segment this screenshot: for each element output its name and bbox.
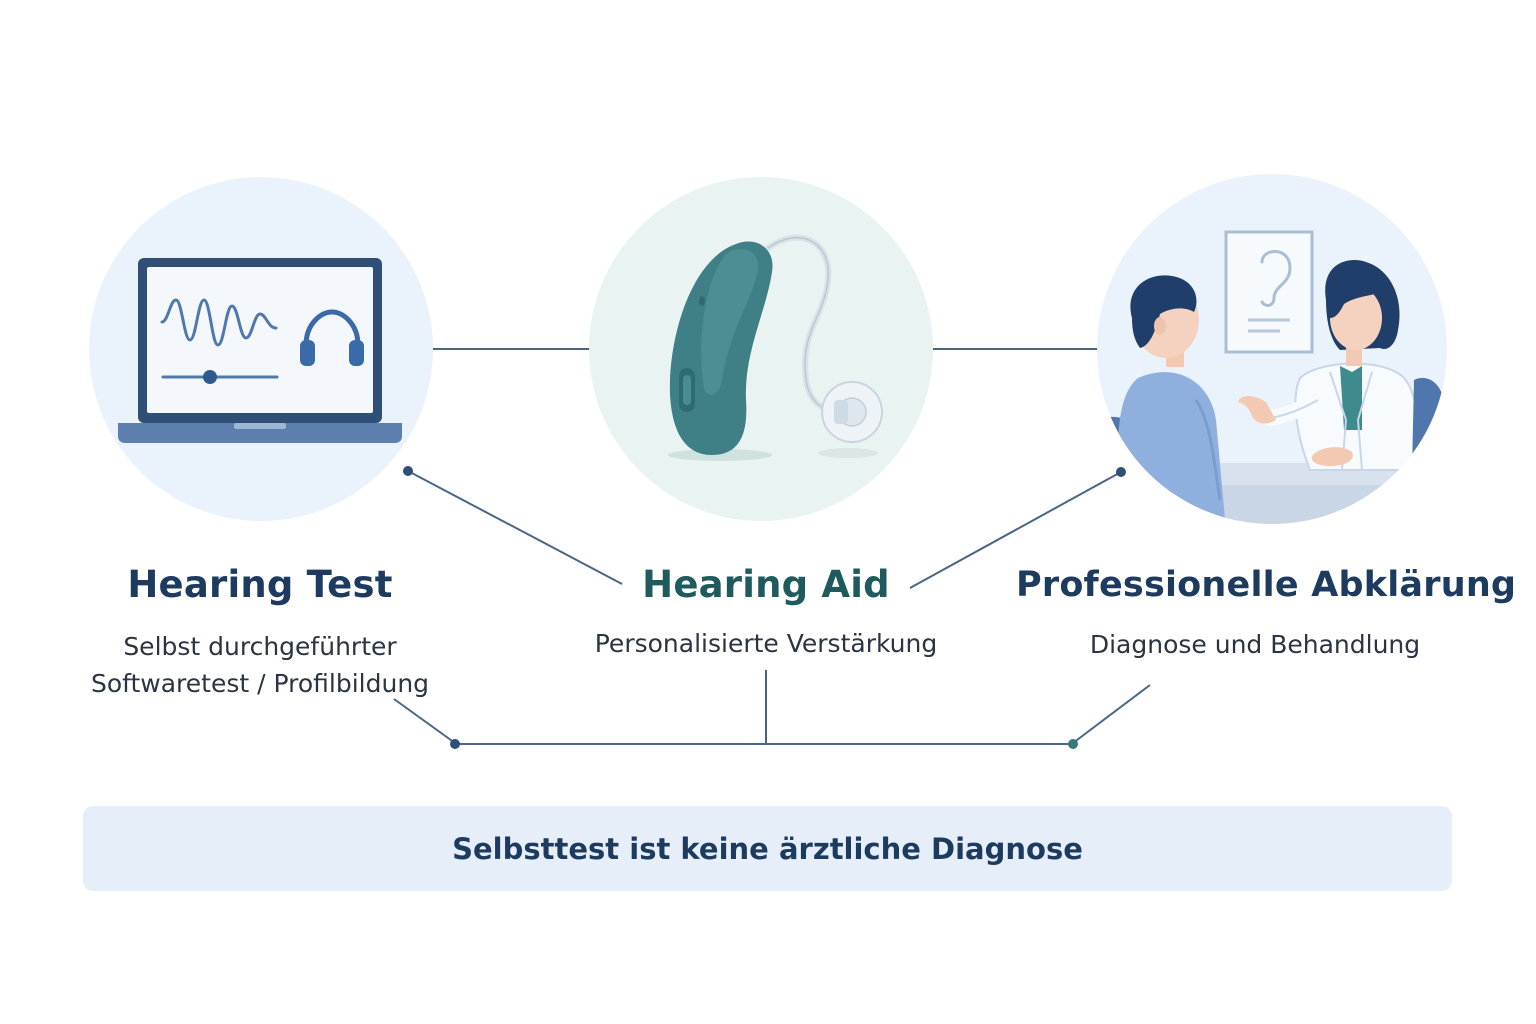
bracket-left-tick xyxy=(393,698,456,744)
hearing-aid-icon xyxy=(589,177,933,521)
connector-dot-left xyxy=(403,466,413,476)
hearing-test-subtitle-line-1: Selbst durchgeführter xyxy=(123,632,397,661)
professional-assessment-subtitle-line-1: Diagnose und Behandlung xyxy=(1089,630,1421,659)
connector-diagonal-left xyxy=(407,470,623,585)
hearing-aid-subtitle-line-1: Personalisierte Verstärkung xyxy=(594,629,938,658)
hearing-aid-title: Hearing Aid xyxy=(642,563,890,606)
laptop-audio-test-icon xyxy=(89,177,433,521)
bracket-dot-right xyxy=(1068,739,1078,749)
bracket-dot-left xyxy=(450,739,460,749)
connector-diagonal-right xyxy=(909,471,1122,589)
doctor-consultation-icon xyxy=(1097,174,1447,524)
bracket-right-tick xyxy=(1072,684,1151,744)
hearing-test-subtitle: Selbst durchgeführter Softwaretest / Pro… xyxy=(60,628,460,702)
professional-assessment-subtitle: Diagnose und Behandlung xyxy=(1055,626,1455,663)
disclaimer-text: Selbsttest ist keine ärztliche Diagnose xyxy=(452,831,1083,866)
professional-assessment-title: Professionelle Abklärung xyxy=(1016,565,1517,605)
hearing-test-subtitle-line-2: Softwaretest / Profilbildung xyxy=(90,669,430,698)
hearing-aid-subtitle: Personalisierte Verstärkung xyxy=(566,625,966,662)
connector-dot-right xyxy=(1116,467,1126,477)
disclaimer-banner: Selbsttest ist keine ärztliche Diagnose xyxy=(83,806,1452,891)
hearing-test-title: Hearing Test xyxy=(127,563,393,606)
